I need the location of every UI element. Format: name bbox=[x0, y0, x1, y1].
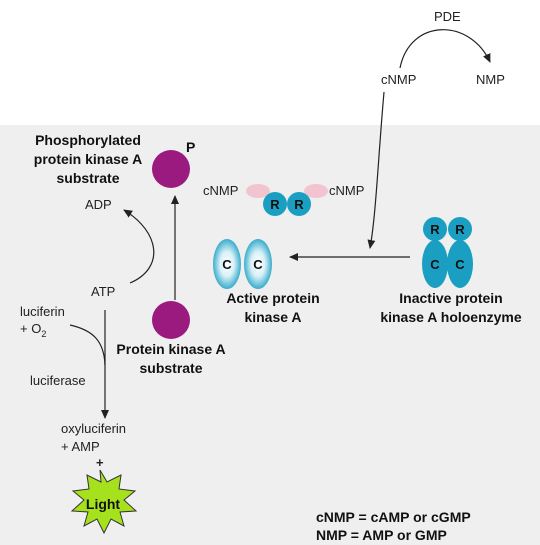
r-letter-2: R bbox=[294, 197, 304, 212]
cnmp-left-label: cNMP bbox=[203, 183, 239, 198]
pka-substrate-line-1: Protein kinase A bbox=[116, 341, 226, 357]
cnmp-top-label: cNMP bbox=[381, 72, 417, 87]
r-letter-1: R bbox=[270, 197, 280, 212]
pde-arrow bbox=[399, 29, 491, 69]
upper-background bbox=[0, 0, 540, 125]
c-letter-4: C bbox=[455, 257, 465, 272]
light-burst bbox=[70, 469, 138, 535]
pka-substrate-label: Protein kinase A substrate bbox=[107, 340, 235, 378]
cnmp-blob-right bbox=[304, 184, 328, 198]
atp-adp-arrow bbox=[123, 209, 155, 284]
cnmp-binding-arrow bbox=[367, 91, 385, 249]
regulatory-subunit-left bbox=[263, 192, 287, 216]
inactive-pka-line-1: Inactive protein bbox=[399, 290, 503, 306]
regulatory-subunit-right bbox=[287, 192, 311, 216]
o2-label: + O2 bbox=[20, 321, 47, 339]
luciferase-label: luciferase bbox=[30, 373, 86, 388]
legend-line-2: NMP = AMP or GMP bbox=[316, 527, 447, 543]
luciferin-label: luciferin bbox=[20, 304, 65, 319]
phospho-line-1: Phosphorylated bbox=[35, 132, 141, 148]
phosphorylated-substrate-label: Phosphorylated protein kinase A substrat… bbox=[26, 131, 150, 188]
plus-amp-label: + AMP bbox=[61, 439, 100, 454]
holoenzyme-r-right bbox=[448, 217, 472, 241]
c-letter-1: C bbox=[222, 257, 232, 272]
inactive-pka-line-2: kinase A holoenzyme bbox=[380, 309, 522, 325]
active-catalytic-subunit-right bbox=[244, 239, 272, 289]
r-letter-3: R bbox=[430, 222, 440, 237]
nmp-label: NMP bbox=[476, 72, 505, 87]
inactive-pka-label: Inactive protein kinase A holoenzyme bbox=[371, 289, 531, 327]
c-letter-3: C bbox=[430, 257, 440, 272]
legend-line-1: cNMP = cAMP or cGMP bbox=[316, 509, 471, 525]
cnmp-right-label: cNMP bbox=[329, 183, 365, 198]
cnmp-blob-left bbox=[246, 184, 270, 198]
substrate-circle bbox=[152, 301, 190, 339]
phospho-line-2: protein kinase A bbox=[33, 151, 143, 167]
active-pka-line-1: Active protein bbox=[226, 290, 320, 306]
p-phosphate-label: P bbox=[186, 139, 196, 155]
phospho-line-3: substrate bbox=[56, 170, 120, 186]
phosphorylated-substrate-circle bbox=[152, 150, 190, 188]
o2-prefix: + O bbox=[20, 321, 42, 336]
holoenzyme-c-left bbox=[422, 240, 448, 288]
holoenzyme-c-right bbox=[447, 240, 473, 288]
light-label: Light bbox=[86, 496, 121, 512]
o2-subscript: 2 bbox=[41, 329, 47, 339]
atp-label: ATP bbox=[91, 284, 116, 299]
active-pka-label: Active protein kinase A bbox=[213, 289, 333, 327]
adp-label: ADP bbox=[85, 197, 112, 212]
oxyluciferin-label: oxyluciferin bbox=[61, 421, 127, 436]
plus-sign-label: + bbox=[96, 455, 104, 470]
r-letter-4: R bbox=[455, 222, 465, 237]
active-pka-line-2: kinase A bbox=[244, 309, 302, 325]
c-letter-2: C bbox=[253, 257, 263, 272]
holoenzyme-r-left bbox=[423, 217, 447, 241]
pka-substrate-line-2: substrate bbox=[139, 360, 203, 376]
pde-label: PDE bbox=[434, 9, 461, 24]
active-catalytic-subunit-left bbox=[213, 239, 241, 289]
luciferin-join-curve bbox=[69, 324, 106, 366]
